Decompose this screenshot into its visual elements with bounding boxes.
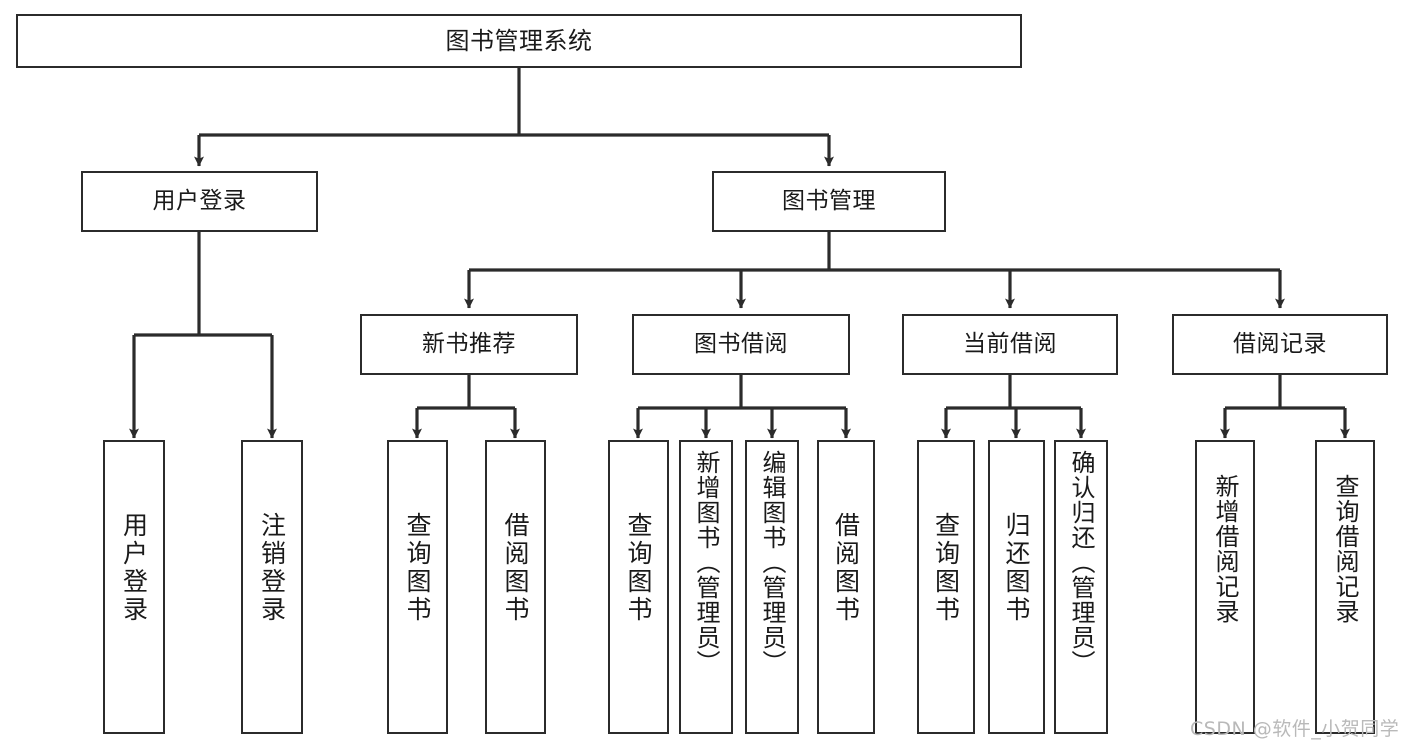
node-leaf-logout-login-label: 注销登录 bbox=[257, 512, 287, 624]
node-new-book-recommend-label: 新书推荐 bbox=[422, 330, 516, 357]
node-borrow-record[interactable]: 借阅记录 bbox=[1172, 314, 1388, 375]
node-leaf-query-book-3[interactable]: 查询图书 bbox=[917, 440, 975, 734]
node-leaf-return-book-label: 归还图书 bbox=[1002, 512, 1031, 624]
node-leaf-edit-book-admin[interactable]: 编辑图书（管理员） bbox=[745, 440, 799, 734]
node-leaf-logout-login[interactable]: 注销登录 bbox=[241, 440, 303, 734]
node-leaf-query-book-1-label: 查询图书 bbox=[403, 512, 432, 624]
node-current-borrow-label: 当前借阅 bbox=[963, 330, 1057, 357]
node-borrow-record-label: 借阅记录 bbox=[1233, 330, 1327, 357]
node-leaf-borrow-book-1[interactable]: 借阅图书 bbox=[485, 440, 546, 734]
node-current-borrow[interactable]: 当前借阅 bbox=[902, 314, 1118, 375]
node-leaf-add-borrow-record-label: 新增借阅记录 bbox=[1211, 474, 1239, 624]
node-book-management-label: 图书管理 bbox=[782, 187, 876, 214]
node-leaf-confirm-return-admin-label: 确认归还（管理员） bbox=[1067, 450, 1095, 675]
node-leaf-user-login-label: 用户登录 bbox=[119, 512, 149, 624]
node-leaf-query-book-3-label: 查询图书 bbox=[931, 512, 961, 624]
node-book-borrow-label: 图书借阅 bbox=[694, 330, 788, 357]
node-root-label: 图书管理系统 bbox=[445, 26, 593, 55]
node-leaf-borrow-book-2[interactable]: 借阅图书 bbox=[817, 440, 875, 734]
node-leaf-add-borrow-record[interactable]: 新增借阅记录 bbox=[1195, 440, 1255, 734]
node-leaf-query-borrow-record[interactable]: 查询借阅记录 bbox=[1315, 440, 1375, 734]
node-leaf-query-book-1[interactable]: 查询图书 bbox=[387, 440, 448, 734]
node-leaf-query-borrow-record-label: 查询借阅记录 bbox=[1331, 474, 1359, 624]
node-book-management[interactable]: 图书管理 bbox=[712, 171, 946, 232]
node-leaf-borrow-book-1-label: 借阅图书 bbox=[501, 512, 530, 624]
node-leaf-confirm-return-admin[interactable]: 确认归还（管理员） bbox=[1054, 440, 1108, 734]
node-leaf-edit-book-admin-label: 编辑图书（管理员） bbox=[758, 450, 786, 675]
node-user-login[interactable]: 用户登录 bbox=[81, 171, 318, 232]
node-leaf-return-book[interactable]: 归还图书 bbox=[988, 440, 1045, 734]
node-leaf-user-login[interactable]: 用户登录 bbox=[103, 440, 165, 734]
node-root[interactable]: 图书管理系统 bbox=[16, 14, 1022, 68]
node-new-book-recommend[interactable]: 新书推荐 bbox=[360, 314, 578, 375]
node-leaf-add-book-admin[interactable]: 新增图书（管理员） bbox=[679, 440, 733, 734]
node-book-borrow[interactable]: 图书借阅 bbox=[632, 314, 850, 375]
node-leaf-query-book-2-label: 查询图书 bbox=[624, 512, 653, 624]
watermark-text: CSDN @软件_小贺同学 bbox=[1190, 718, 1400, 740]
node-user-login-label: 用户登录 bbox=[152, 187, 247, 214]
node-leaf-add-book-admin-label: 新增图书（管理员） bbox=[692, 450, 720, 675]
node-leaf-query-book-2[interactable]: 查询图书 bbox=[608, 440, 669, 734]
node-leaf-borrow-book-2-label: 借阅图书 bbox=[831, 512, 861, 624]
